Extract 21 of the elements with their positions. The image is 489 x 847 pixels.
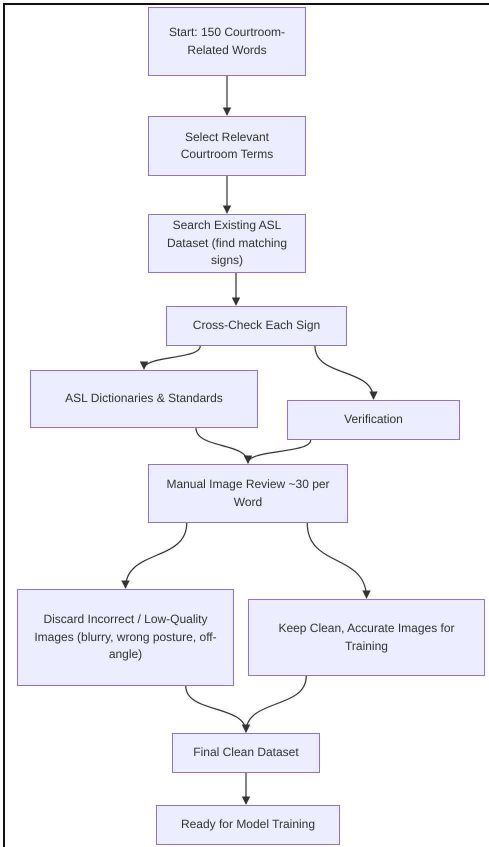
process-box: ASL Dictionaries & Standards [30,370,258,428]
process-box: Discard Incorrect / Low-Quality Images (blurry, wrong posture, off-angle) [17,589,234,686]
process-box: Verification [287,400,460,440]
process-box: Ready for Model Training [156,805,340,845]
arrow [246,440,312,464]
arrow [242,773,250,805]
arrow [222,176,232,214]
arrow [222,76,232,116]
process-box: Keep Clean, Accurate Images for Training [248,599,485,676]
arrow [243,676,307,733]
arrow [122,522,188,589]
arrow [306,522,370,599]
process-box: Cross-Check Each Sign [166,306,347,346]
arrow [232,273,240,306]
process-box: Start: 150 Courtroom-Related Words [148,7,306,76]
process-box: Search Existing ASL Dataset (find matching signs) [148,214,306,273]
process-box: Select Relevant Courtroom Terms [148,116,306,176]
arrow [142,346,201,370]
process-box: Final Clean Dataset [172,733,320,773]
arrow [314,346,376,400]
process-box: Manual Image Review ~30 per Word [148,464,348,523]
